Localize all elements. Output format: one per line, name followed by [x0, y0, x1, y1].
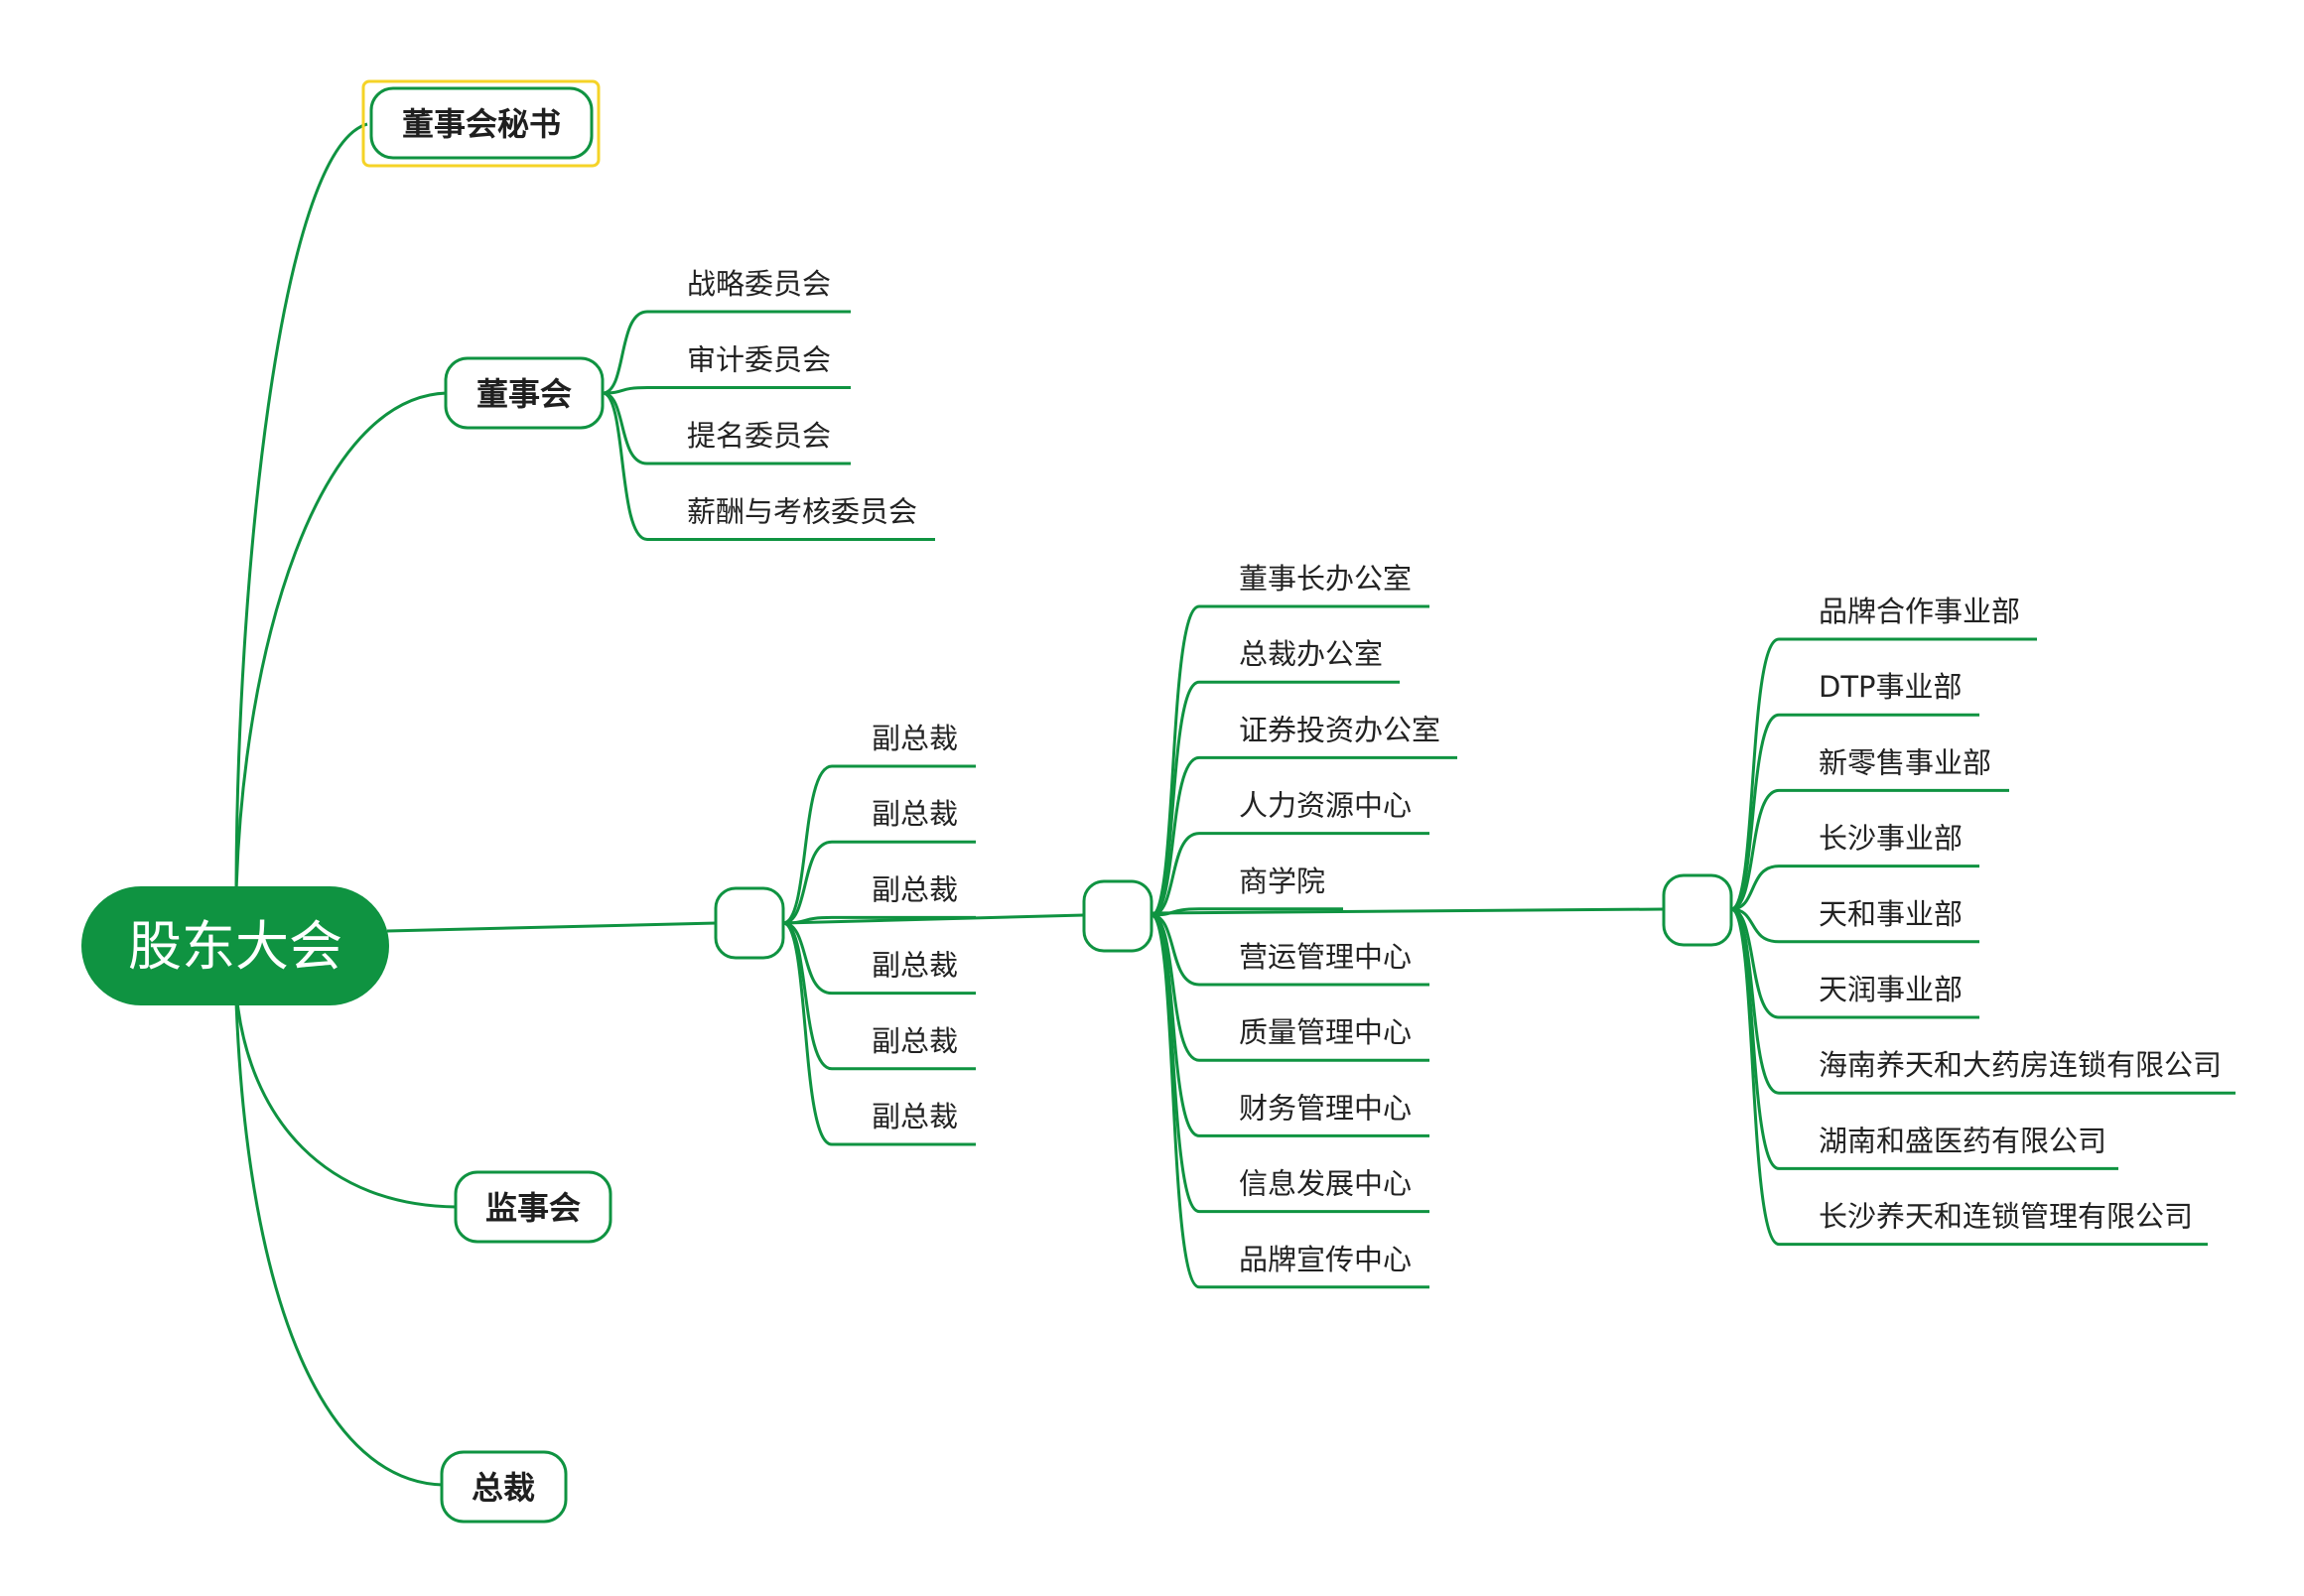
vice-president-label[interactable]: 副总裁: [872, 1024, 958, 1058]
vice-president-label[interactable]: 副总裁: [872, 797, 958, 831]
center-label[interactable]: 质量管理中心: [1239, 1015, 1412, 1049]
center-list: 董事长办公室总裁办公室证券投资办公室人力资源中心商学院营运管理中心质量管理中心财…: [1199, 562, 1457, 1289]
center-label[interactable]: 财务管理中心: [1239, 1091, 1412, 1125]
secretary-label: 董事会秘书: [402, 105, 561, 143]
vice-president-label[interactable]: 副总裁: [872, 872, 958, 906]
vice-president-label[interactable]: 副总裁: [872, 949, 958, 983]
business-unit-link: [1730, 907, 1780, 1019]
link-root-board: [234, 391, 448, 894]
supervisors-node-shape: [454, 1170, 612, 1244]
center-link: [1151, 907, 1200, 917]
board-committee-link: [602, 386, 648, 395]
center-label[interactable]: 品牌宣传中心: [1239, 1243, 1412, 1276]
vice-president-label[interactable]: 副总裁: [872, 722, 958, 755]
business-unit-label[interactable]: 天润事业部: [1819, 973, 1963, 1006]
link-hub1-hub2: [783, 913, 1085, 925]
center-link: [1151, 913, 1200, 1289]
connector-lines: [234, 122, 1780, 1487]
center-label[interactable]: 人力资源中心: [1239, 789, 1412, 823]
link-root-president: [234, 1001, 444, 1487]
root-node-shape: [81, 886, 389, 1005]
business-unit-list: 品牌合作事业部 DTP事业部新零售事业部长沙事业部天和事业部天润事业部海南养天和大…: [1779, 595, 2236, 1247]
board-committee-label[interactable]: 审计委员会: [687, 343, 831, 377]
business-unit-link: [1730, 907, 1780, 944]
business-unit-label[interactable]: DTP事业部: [1819, 670, 1963, 704]
board-committee-label[interactable]: 提名委员会: [687, 419, 831, 453]
supervisors-label: 监事会: [485, 1189, 581, 1227]
business-unit-label[interactable]: 新零售事业部: [1819, 745, 1991, 779]
board-committee-label[interactable]: 薪酬与考核委员会: [687, 495, 917, 529]
business-unit-link: [1730, 907, 1780, 1247]
supervisors-node[interactable]: 监事会: [454, 1170, 612, 1244]
link-root-secretary: [234, 122, 368, 894]
vice-president-link: [782, 764, 833, 925]
board-committee-link: [602, 391, 648, 541]
center-label[interactable]: 证券投资办公室: [1239, 713, 1440, 746]
vice-president-links: [782, 764, 833, 1146]
business-unit-link: [1730, 864, 1780, 911]
link-root-supervisors: [234, 992, 458, 1209]
hub-node-business-units[interactable]: [1662, 873, 1733, 947]
hub-node-vice-presidents[interactable]: [714, 886, 785, 960]
link-hub2-hub3: [1151, 907, 1665, 915]
center-label[interactable]: 总裁办公室: [1239, 637, 1383, 671]
board-node[interactable]: 董事会: [444, 356, 605, 430]
center-label[interactable]: 信息发展中心: [1239, 1167, 1412, 1201]
business-unit-links: [1730, 637, 1780, 1247]
president-node-shape: [440, 1450, 568, 1524]
board-committee-label[interactable]: 战略委员会: [687, 267, 831, 301]
link-root-hub1: [386, 921, 718, 933]
center-label[interactable]: 商学院: [1239, 864, 1325, 898]
business-unit-link: [1730, 637, 1780, 911]
vice-president-label[interactable]: 副总裁: [872, 1100, 958, 1133]
board-committee-link: [602, 310, 648, 395]
center-link: [1151, 680, 1200, 917]
business-unit-link: [1730, 788, 1780, 911]
vice-president-link: [782, 921, 833, 1146]
business-unit-label[interactable]: 长沙事业部: [1819, 822, 1963, 856]
vice-president-link: [782, 840, 833, 925]
board-committee-link: [602, 391, 648, 466]
business-unit-label[interactable]: 长沙养天和连锁管理有限公司: [1819, 1200, 2193, 1234]
board-node-shape: [444, 356, 605, 430]
secretary-node[interactable]: 董事会秘书: [361, 79, 601, 168]
center-link: [1151, 755, 1200, 917]
root-label: 股东大会: [128, 915, 342, 978]
business-unit-label[interactable]: 海南养天和大药房连锁有限公司: [1819, 1048, 2222, 1082]
secretary-node-shape: [369, 86, 594, 160]
root-node[interactable]: 股东大会: [81, 886, 389, 1005]
president-label: 总裁: [472, 1469, 535, 1507]
hub-node-centers[interactable]: [1082, 879, 1153, 953]
center-links: [1151, 604, 1200, 1289]
business-unit-label[interactable]: 湖南和盛医药有限公司: [1819, 1124, 2106, 1157]
president-node[interactable]: 总裁: [440, 1450, 568, 1524]
center-link: [1151, 832, 1200, 917]
business-unit-link: [1730, 713, 1780, 911]
vice-president-link: [782, 915, 833, 925]
business-unit-label[interactable]: 品牌合作事业部: [1819, 595, 2020, 628]
center-label[interactable]: 营运管理中心: [1239, 940, 1412, 974]
business-unit-label[interactable]: 天和事业部: [1819, 897, 1963, 931]
board-committee-links: [602, 310, 648, 541]
selection-highlight: [361, 79, 601, 168]
board-label: 董事会: [476, 375, 572, 413]
center-label[interactable]: 董事长办公室: [1239, 562, 1412, 596]
